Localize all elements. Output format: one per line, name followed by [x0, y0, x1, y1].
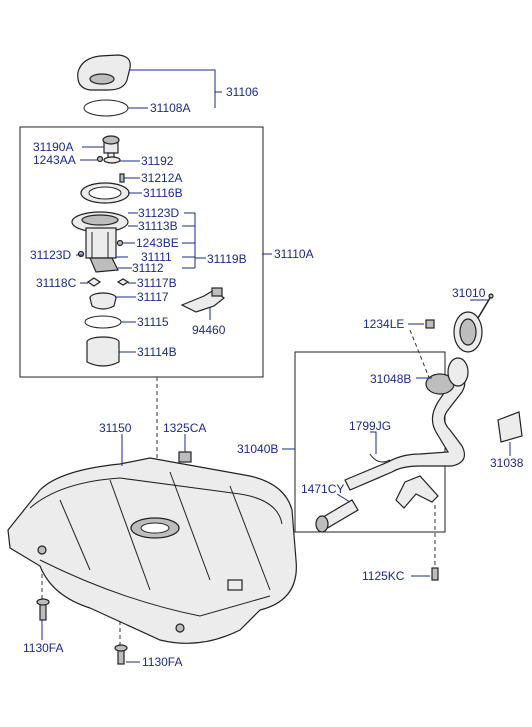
grommet — [425, 319, 435, 329]
tank-bolt — [114, 644, 128, 665]
label-31212a: 31212A — [141, 171, 182, 185]
label-31117b: 31117B — [137, 276, 177, 290]
label-1243be: 1243BE — [136, 236, 179, 250]
wire-connector — [180, 287, 225, 313]
label-31040b: 31040B — [237, 442, 278, 456]
label-1125kc: 1125KC — [362, 569, 405, 583]
bolt — [96, 155, 104, 163]
label-1234le: 1234LE — [363, 317, 404, 331]
label-31010: 31010 — [452, 286, 486, 300]
pump-sleeve — [86, 336, 120, 367]
label-31106: 31106 — [226, 85, 259, 99]
label-31108a: 31108A — [150, 101, 190, 115]
label-31119b: 31119B — [207, 252, 247, 266]
label-1130fa-bottom: 1130FA — [142, 655, 182, 669]
label-31110a: 31110A — [274, 247, 314, 261]
tank-nut — [178, 451, 192, 463]
bracket-bolt — [431, 567, 439, 581]
label-31115: 31115 — [137, 315, 169, 329]
cap-label — [497, 411, 523, 443]
label-31190a: 31190A — [33, 140, 73, 154]
bolt — [116, 239, 124, 247]
bolt — [77, 250, 85, 258]
fuel-tank — [7, 457, 297, 644]
pump-assembly-box — [19, 126, 264, 378]
strainer-clip — [116, 278, 130, 286]
label-31117: 31117 — [137, 290, 169, 304]
strainer — [89, 292, 117, 310]
label-1243aa: 1243AA — [33, 153, 76, 167]
o-ring — [84, 315, 122, 329]
label-31111: 31111 — [141, 250, 172, 264]
lock-ring — [80, 182, 130, 204]
label-1471cy: 1471CY — [301, 482, 344, 496]
cover-plate — [77, 54, 131, 91]
label-31118c: 31118C — [36, 276, 77, 290]
filler-neck-pipe — [344, 357, 469, 509]
label-31038: 31038 — [490, 456, 524, 470]
pump-body — [89, 257, 119, 273]
label-31113b: 31113B — [138, 219, 178, 233]
label-31150: 31150 — [99, 421, 132, 435]
label-31123d-right: 31123D — [138, 206, 179, 220]
pump-flange — [71, 211, 129, 259]
label-1799jg: 1799JG — [349, 419, 391, 433]
label-1325ca: 1325CA — [163, 421, 206, 435]
label-31192: 31192 — [141, 154, 174, 168]
cover-gasket — [83, 99, 129, 117]
fuel-cap — [453, 293, 494, 353]
hose-clamp — [369, 453, 391, 463]
label-31116b: 31116B — [143, 186, 183, 200]
label-31114b: 31114B — [137, 345, 177, 359]
label-1130fa-left: 1130FA — [23, 641, 63, 655]
screw — [119, 173, 125, 183]
filter-clip — [86, 277, 102, 287]
filler-hose — [315, 499, 359, 533]
tank-bolt — [36, 598, 50, 621]
label-31048b: 31048B — [370, 372, 411, 386]
label-31112: 31112 — [132, 261, 164, 275]
label-94460: 94460 — [192, 323, 226, 337]
connector-ring — [103, 156, 121, 164]
label-31123d-left: 31123D — [30, 248, 71, 262]
